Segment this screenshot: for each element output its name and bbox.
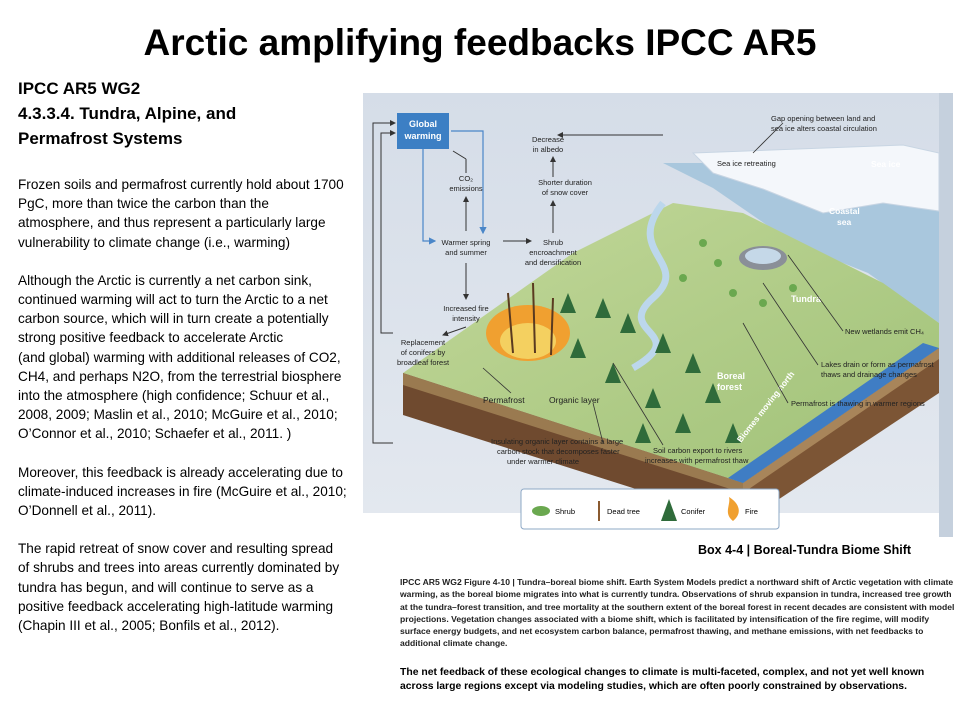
legend-dead-tree: Dead tree [607, 507, 640, 516]
permafrost-thaw-label: Permafrost is thawing in warmer regions [791, 399, 925, 408]
sea-ice-retreat-label: Sea ice retreating [717, 159, 776, 168]
shrubs [679, 239, 797, 307]
albedo-line1: Decrease [532, 135, 564, 144]
river [631, 200, 670, 372]
organic-layer-side [743, 348, 939, 493]
forest-fire [486, 282, 570, 361]
co2-line1: CO₂ [459, 174, 473, 183]
conifer-trees [560, 293, 741, 443]
permafrost-label: Permafrost [483, 395, 525, 405]
sea-ice-label: Sea ice [871, 159, 901, 169]
sea-ice-shape [691, 144, 940, 214]
soil-carbon-line1: Soil carbon export to rivers [653, 446, 742, 455]
slide-title: Arctic amplifying feedbacks IPCC AR5 [143, 22, 817, 63]
legend-conifer: Conifer [681, 507, 706, 516]
legend-fire-icon [727, 497, 739, 521]
net-feedback-note: The net feedback of these ecological cha… [400, 667, 925, 693]
legend [520, 488, 780, 530]
legend-conifer-icon [661, 499, 677, 521]
replacement-line1: Replacement [401, 338, 446, 347]
global-warming-box [397, 113, 449, 149]
snow-line1: Shorter duration [538, 178, 592, 187]
snow-line2: of snow cover [542, 188, 589, 197]
gap-line2: sea ice alters coastal circulation [771, 124, 877, 133]
albedo-line2: in albedo [533, 145, 563, 154]
heading-wg2: IPCC AR5 WG2 [18, 79, 141, 98]
tundra-label: Tundra [791, 294, 822, 304]
co2-line2: emissions [449, 184, 483, 193]
replacement-line3: broadleaf forest [397, 358, 450, 367]
legend-fire: Fire [745, 507, 758, 516]
coastal-line1: Coastal [829, 206, 860, 216]
land-surface [403, 203, 939, 483]
gap-line1: Gap opening between land and [771, 114, 875, 123]
lakes-line2: thaws and drainage changes [821, 370, 917, 379]
paragraph-snow-cover: The rapid retreat of snow cover and resu… [18, 541, 340, 634]
paragraph-carbon-sink-cont: (and global) warming with additional rel… [18, 349, 342, 442]
heading-section: 4.3.3.4. Tundra, Alpine, and [18, 104, 237, 123]
biome-arrow-band [728, 343, 939, 483]
biome-shift-figure: Global warming CO₂ emissions Decrease in… [363, 93, 953, 537]
figure-caption: IPCC AR5 WG2 Figure 4-10 | Tundra–boreal… [400, 577, 955, 649]
global-warming-line2: warming [403, 131, 441, 141]
boreal-line2: forest [717, 382, 742, 392]
box-caption-title: Box 4-4 | Boreal-Tundra Biome Shift [698, 543, 912, 557]
lakes-line1: Lakes drain or form as permafrost [821, 360, 934, 369]
paragraph-carbon-sink: Although the Arctic is currently a net c… [18, 272, 329, 346]
wetlands-label: New wetlands emit CH₄ [845, 327, 924, 336]
insulating-line2: carbon stock that decomposes faster [497, 447, 620, 456]
replacement-line2: of conifers by [401, 348, 446, 357]
shrub-line2: encroachment [529, 248, 577, 257]
shrub-line3: and densification [525, 258, 581, 267]
fire-line2: intensity [452, 314, 480, 323]
paragraph-frozen-soils: Frozen soils and permafrost currently ho… [18, 177, 344, 250]
organic-layer-label: Organic layer [549, 395, 600, 405]
boreal-line1: Boreal [717, 371, 745, 381]
figure-side-strip [939, 93, 953, 537]
paragraph-fire: Moreover, this feedback is already accel… [18, 464, 347, 519]
insulating-line3: under warmer climate [507, 457, 579, 466]
fire-line1: Increased fire [443, 304, 488, 313]
insulating-line1: Insulating organic layer contains a larg… [491, 437, 623, 446]
soil-carbon-line2: increases with permafrost thaw [645, 456, 749, 465]
shrub-line1: Shrub [543, 238, 563, 247]
heading-section-cont: Permafrost Systems [18, 129, 183, 148]
organic-layer-front [403, 373, 743, 493]
legend-shrub: Shrub [555, 507, 575, 516]
lake-water [745, 248, 781, 264]
coastal-line2: sea [837, 217, 851, 227]
warmer-line1: Warmer spring [442, 238, 491, 247]
text-column: IPCC AR5 WG2 4.3.3.4. Tundra, Alpine, an… [18, 76, 348, 654]
global-warming-line1: Global [409, 119, 437, 129]
legend-shrub-icon [532, 506, 550, 516]
warmer-line2: and summer [445, 248, 487, 257]
